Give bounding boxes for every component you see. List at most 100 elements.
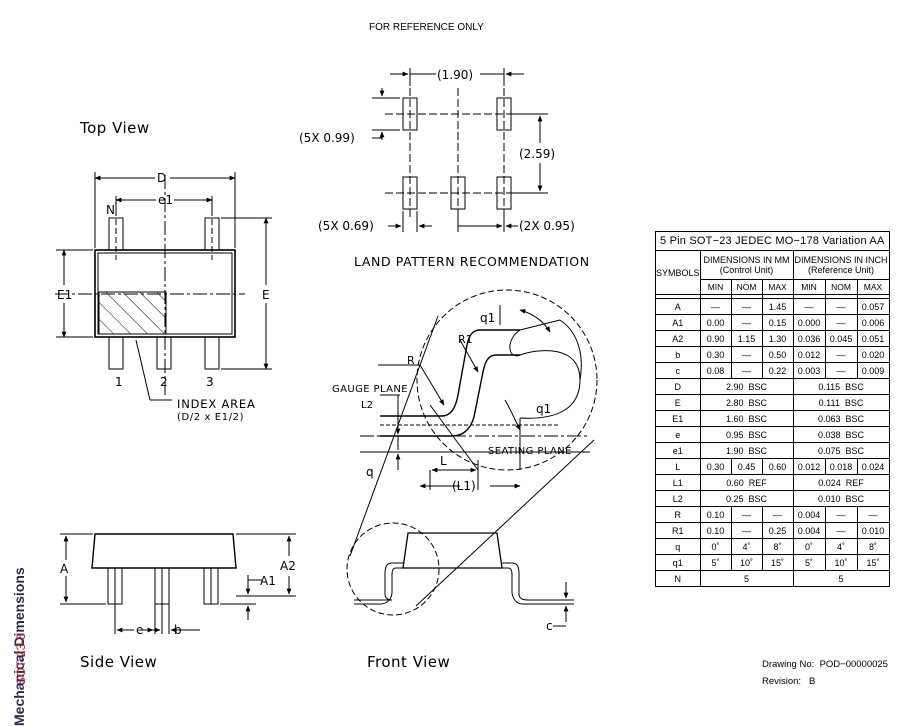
value-cell: 0.00 (699, 314, 732, 331)
value-cell: 0.08 (699, 362, 732, 379)
value-cell: 0.006 (856, 314, 890, 331)
front-view (346, 289, 598, 627)
gauge-plane-label: GAUGE PLANE (332, 384, 408, 395)
mm-value-cell: 2.90 BSC (699, 378, 794, 395)
value-cell: 15˚ (761, 554, 794, 571)
land-pattern (372, 68, 548, 232)
value-cell: — (856, 506, 890, 523)
value-cell: 0.024 (856, 458, 890, 475)
value-cell: — (824, 298, 858, 315)
symbol-cell: b (655, 346, 701, 363)
mm-header: DIMENSIONS IN MM(Control Unit) (699, 250, 794, 280)
land-dim-190: (1.90) (437, 68, 473, 82)
value-cell: 0˚ (792, 538, 826, 555)
inch-value-cell: 0.038 BSC (792, 426, 890, 443)
inch-value-cell: 0.115 BSC (792, 378, 890, 395)
inch-value-cell: 0.111 BSC (792, 394, 890, 411)
dim-q: q (366, 465, 374, 479)
value-cell: — (730, 314, 763, 331)
value-cell: — (730, 522, 763, 539)
pin-3-label: 3 (206, 375, 214, 389)
value-cell: 0.012 (792, 458, 826, 475)
dim-c: c (546, 619, 553, 633)
revision-value: B (809, 676, 816, 687)
value-cell: — (761, 506, 794, 523)
value-cell: 0.15 (761, 314, 794, 331)
detail-R1: R1 (458, 333, 473, 346)
value-cell: 0.018 (824, 458, 858, 475)
value-cell: 5˚ (792, 554, 826, 571)
symbol-cell: A (655, 298, 701, 315)
mm-value-cell: 1.90 BSC (699, 442, 794, 459)
value-cell: 10˚ (730, 554, 763, 571)
min-header: MIN (699, 279, 732, 295)
value-cell: 0.003 (792, 362, 826, 379)
mm-value-cell: 0.60 REF (699, 474, 794, 491)
dim-L: L (440, 454, 447, 468)
side-view-label: Side View (80, 653, 158, 671)
value-cell: 1.15 (730, 330, 763, 347)
value-cell: 0.012 (792, 346, 826, 363)
dim-b: b (174, 623, 182, 637)
inch-value-cell: 0.063 BSC (792, 410, 890, 427)
symbol-cell: e1 (655, 442, 701, 459)
value-cell: — (730, 506, 763, 523)
top-view (55, 172, 272, 401)
value-cell: 0˚ (699, 538, 732, 555)
dim-L2: L2 (361, 400, 373, 411)
value-cell: 0.010 (856, 522, 890, 539)
value-cell: — (699, 298, 732, 315)
index-area-formula: (D/2 x E1/2) (177, 412, 244, 423)
drawing-info: Drawing No: POD−00000025 Revision: B (762, 656, 888, 690)
value-cell: 0.057 (856, 298, 890, 315)
pin-1-label: 1 (115, 375, 123, 389)
land-dim-5x099: (5X 0.99) (299, 131, 355, 145)
dim-E: E (262, 288, 270, 302)
mm-value-cell: 5 (699, 570, 794, 587)
top-view-label: Top View (80, 119, 150, 137)
dim-A2: A2 (280, 559, 296, 573)
front-view-label: Front View (367, 653, 451, 671)
value-cell: 8˚ (856, 538, 890, 555)
symbol-cell: L1 (655, 474, 701, 491)
symbol-cell: R1 (655, 522, 701, 539)
value-cell: 0.036 (792, 330, 826, 347)
value-cell: 0.90 (699, 330, 732, 347)
symbols-header: SYMBOLS (655, 250, 701, 295)
inch-value-cell: 0.010 BSC (792, 490, 890, 507)
min-header: MIN (792, 279, 826, 295)
side-view (60, 533, 296, 634)
pin-2-label: 2 (160, 375, 168, 389)
value-cell: 1.45 (761, 298, 794, 315)
reference-note: FOR REFERENCE ONLY (369, 22, 484, 33)
pin-N-label: N (106, 203, 115, 217)
value-cell: 0.22 (761, 362, 794, 379)
value-cell: 0.10 (699, 522, 732, 539)
symbol-cell: D (655, 378, 701, 395)
value-cell: 0.60 (761, 458, 794, 475)
detail-R: R (407, 354, 415, 367)
dim-e1: e1 (158, 193, 173, 207)
value-cell: 0.25 (761, 522, 794, 539)
value-cell: 4˚ (730, 538, 763, 555)
value-cell: — (824, 522, 858, 539)
symbol-cell: R (655, 506, 701, 523)
symbol-cell: A1 (655, 314, 701, 331)
dimension-table: 5 Pin SOT−23 JEDEC MO−178 Variation AA S… (655, 231, 890, 587)
value-cell: 1.30 (761, 330, 794, 347)
symbol-cell: A2 (655, 330, 701, 347)
dim-D: D (157, 171, 166, 185)
